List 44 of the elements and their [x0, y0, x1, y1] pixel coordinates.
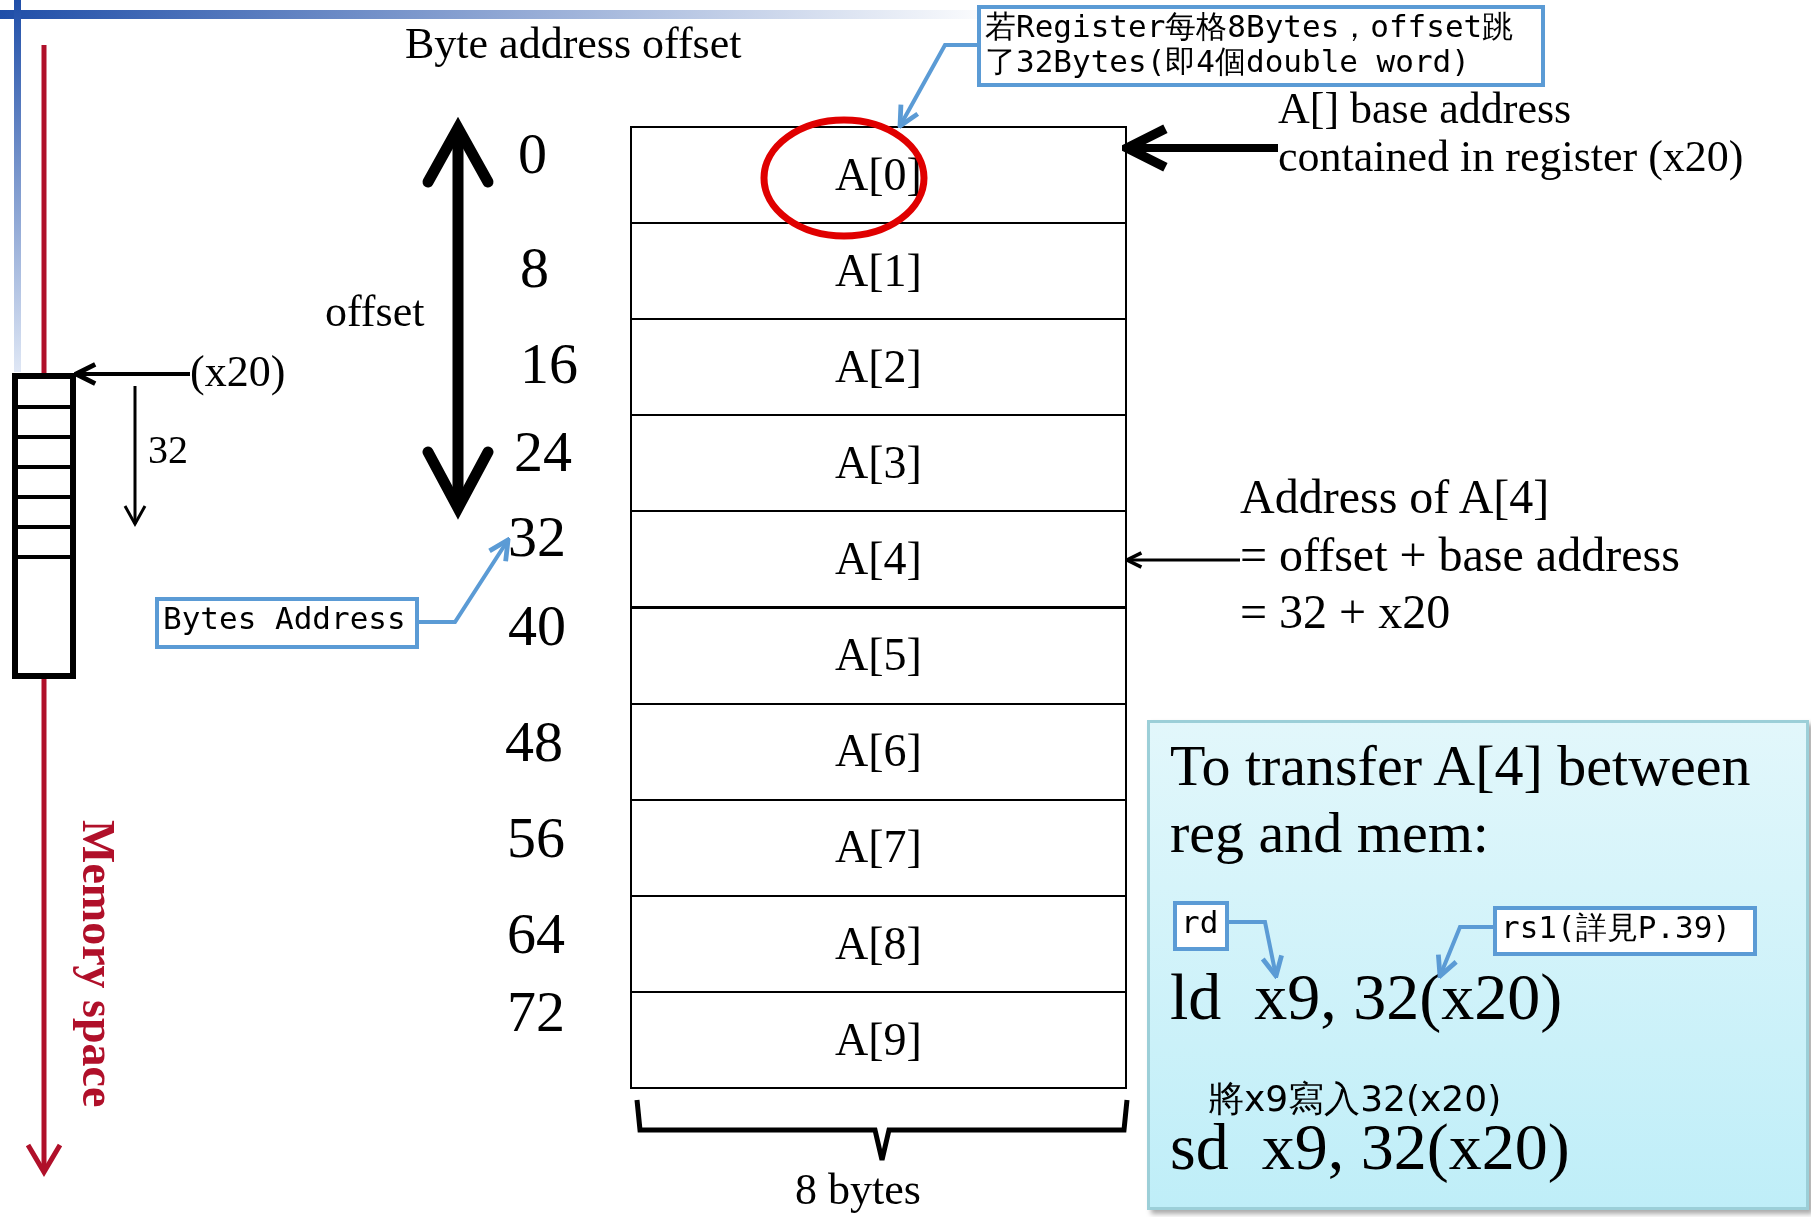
arrow: [1125, 551, 1240, 569]
offset-number: 8: [520, 236, 549, 300]
arrow: [73, 362, 190, 386]
callout-box: Bytes Address: [155, 597, 419, 649]
offset-number: 56: [507, 806, 565, 870]
leader-line: [1229, 920, 1284, 979]
offset-number: 48: [505, 710, 563, 774]
callout-box: 若Register每格8Bytes，offset跳了32Bytes(即4個double word): [977, 5, 1545, 87]
memory-cell: A[3]: [630, 414, 1127, 513]
arrow: [419, 537, 511, 624]
offset-value: 32: [148, 428, 188, 472]
memory-cell: A[9]: [630, 990, 1127, 1089]
code-line: ld x9, 32(x20): [1170, 961, 1563, 1034]
arrow: [897, 43, 977, 129]
memory-cell: A[5]: [630, 606, 1127, 705]
annotation-text: (x20): [190, 348, 286, 397]
memory-cell: A[4]: [630, 510, 1127, 609]
leader-line: [1435, 925, 1493, 979]
annotation-text: = offset + base address: [1240, 526, 1680, 583]
width-label: 8 bytes: [795, 1166, 921, 1215]
memory-cell: A[7]: [630, 798, 1127, 897]
register-stack-drawing: [12, 373, 76, 679]
offset-number: 0: [518, 122, 547, 186]
offset-number: 72: [507, 980, 565, 1044]
offset-number: 16: [520, 332, 578, 396]
info-panel: [1147, 720, 1809, 1210]
memory-cell: A[8]: [630, 894, 1127, 993]
axis-label: Memory space: [72, 820, 123, 1108]
callout-box: rd: [1173, 901, 1229, 951]
memory-cell: A[1]: [630, 222, 1127, 321]
offset-number: 32: [508, 505, 566, 569]
memory-cell: A[2]: [630, 318, 1127, 417]
offset-number: 64: [507, 902, 565, 966]
offset-label: offset: [325, 288, 425, 337]
panel-heading: To transfer A[4] between reg and mem:: [1170, 733, 1752, 867]
offset-number: 24: [514, 420, 572, 484]
offset-number: 40: [508, 594, 566, 658]
callout-box: rs1(詳見P.39): [1493, 906, 1757, 956]
axis-title: Byte address offset: [405, 20, 742, 69]
annotation-text: A[] base address contained in register (x20): [1278, 85, 1748, 182]
memory-cell: A[0]: [630, 126, 1127, 224]
annotation-text: Address of A[4]: [1240, 469, 1551, 525]
annotation-text: = 32 + x20: [1240, 584, 1452, 641]
memory-cell: A[6]: [630, 702, 1127, 801]
